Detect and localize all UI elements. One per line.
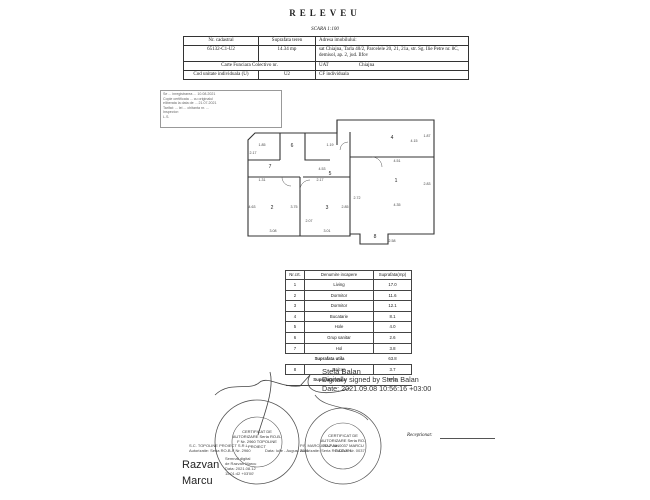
row-area: 8.1 <box>373 310 412 323</box>
row-area: 3.8 <box>373 342 412 355</box>
dim-label: 2.17 <box>317 178 324 182</box>
dim-label: 4.35 <box>394 203 401 207</box>
table-row: 2 Dormitor 11.6 <box>285 289 412 302</box>
company-topoline-name: S.C. TOPOLINE PROIECT S.R.L. <box>189 443 250 448</box>
rooms-header-area: Suprafata(mp) <box>373 270 412 280</box>
dim-label: 4.15 <box>411 139 418 143</box>
signer-line: Semnat digital <box>225 456 251 461</box>
room-number-8: 8 <box>374 234 377 240</box>
signer-line: 11:01:42 +03'00' <box>225 471 255 476</box>
util-value: 63.8 <box>373 353 412 365</box>
table-row: 4 Bucatarie 8.1 <box>285 310 412 323</box>
row-area: 12.1 <box>373 300 412 312</box>
dim-label: 2.17 <box>250 151 257 155</box>
seal-marcu-icon <box>304 407 382 485</box>
row-area: 3.7 <box>373 363 412 376</box>
seal-topoline-icon <box>214 399 300 485</box>
table-row: 6 Grup sanitar 2.6 <box>285 331 412 344</box>
room-number-6: 6 <box>291 143 294 149</box>
table-row: 8 Balcon 3.7 <box>285 363 412 376</box>
seal-topoline: CERTIFICAT DE AUTORIZARE Seria RO-B-F Nr… <box>212 397 302 487</box>
stamp-line: Copie certificata ... cu originalul <box>163 96 213 101</box>
room-number-2: 2 <box>271 205 274 211</box>
util-label: Suprafata utila <box>285 353 374 365</box>
table-row: 3 Dormitor 12.1 <box>285 300 412 312</box>
table-row: 7 Hol 3.8 <box>285 342 412 355</box>
room-number-4: 4 <box>391 135 394 141</box>
dim-label: 2.58 <box>389 239 396 243</box>
signature-line: Date: 2021.09.08 10:56:16 +03:00 <box>322 383 432 393</box>
dim-label: 1.31 <box>259 178 266 182</box>
dim-label: 3.01 <box>324 229 331 233</box>
seal-marcu: CERTIFICAT DE AUTORIZARE Seria RO-DD-F N… <box>302 405 384 487</box>
stamp-line: Inspector: <box>163 110 179 115</box>
registration-stamp-box: Se ... inregistrarea ... 10.08.2021 Copi… <box>160 90 282 128</box>
header-address-value: sat Chiajna, Tarla 40/2, Parcelele 20, 2… <box>315 45 469 62</box>
dim-label: 3.75 <box>291 205 298 209</box>
util-row: Suprafata utila 63.8 <box>285 353 412 365</box>
signer-line: de Razvan Marcu <box>225 461 257 466</box>
dim-label: 2.85 <box>342 205 349 209</box>
header-table: Nr. cadastral Suprafata teren Adresa imo… <box>183 36 469 80</box>
company-topoline-serie: Autorizatie: Seria RO-B-F Nr. 2960 <box>189 448 251 453</box>
signer-details: Semnat digital de Razvan Marcu Data: 202… <box>225 456 256 476</box>
signature-scribble-3 <box>314 394 369 421</box>
signer-last-name: Marcu <box>182 475 213 487</box>
header-uat-label: UAT <box>319 63 329 68</box>
header-uat-value: Chiajna <box>358 63 375 68</box>
seal-topoline-text: CERTIFICAT DE AUTORIZARE Seria RO-B-F Nr… <box>232 429 282 449</box>
room-number-3: 3 <box>326 205 329 211</box>
dim-label: 1.19 <box>327 143 334 147</box>
seal-marcu-text: CERTIFICAT DE AUTORIZARE Seria RO-DD-F N… <box>320 433 366 453</box>
rooms-table: Nr.crt. Denumire incapere Suprafata(mp) … <box>285 270 412 386</box>
dim-label: 4.53 <box>319 167 326 171</box>
dim-label: 1.85 <box>259 143 266 147</box>
dim-label: 1.87 <box>424 134 431 138</box>
stamp-line: Tarifat: ... lei ... chitanta nr. ... <box>163 105 209 110</box>
row-area: 17.0 <box>373 279 412 291</box>
row-area: 2.6 <box>373 331 412 344</box>
dim-label: 2.07 <box>306 219 313 223</box>
document-title: RELEVEU <box>289 8 361 18</box>
signature-name: Stela Balan <box>322 367 361 376</box>
total-value: 67.5 <box>373 374 412 386</box>
signature-scribble-1 <box>214 374 351 396</box>
digital-signature-block: Stela Balan Digitally signed by Stela Ba… <box>322 367 432 393</box>
table-row: 5 Hole 4.0 <box>285 321 412 333</box>
dim-label: 4.51 <box>394 159 401 163</box>
signer-first-name: Razvan <box>182 459 220 471</box>
receptionat-label: Receptionat: <box>407 433 433 438</box>
dim-label: 2.72 <box>354 196 361 200</box>
dim-label: 3.08 <box>270 229 277 233</box>
receptionat-line <box>440 438 495 439</box>
stamp-line: Se ... inregistrarea ... 10.08.2021 <box>163 92 216 96</box>
signer-name-block: Razvan Marcu <box>182 457 219 489</box>
header-cf-label: CF individuala <box>315 70 469 80</box>
dim-label: 4.63 <box>249 205 256 209</box>
room-number-5: 5 <box>329 171 332 177</box>
company-topoline-block: S.C. TOPOLINE PROIECT S.R.L. Autorizatie… <box>189 443 299 453</box>
scale-label: SCARA 1:100 <box>311 27 339 32</box>
signer-line: Data: 2021.08.12 <box>225 466 256 471</box>
signature-line: Digitally signed by Stela Balan <box>322 375 419 385</box>
total-row: Suprafata totala 67.5 <box>285 374 412 386</box>
company-marcu-name: P.F. MARCU RAZVAN <box>300 443 340 448</box>
row-area: 4.0 <box>373 321 412 333</box>
signature-scribble-2 <box>257 371 272 436</box>
stamp-line: eliberata la data de ... 21.07.2021 <box>163 101 217 106</box>
company-marcu-block: P.F. MARCU RAZVAN Autorizatie: Seria RO-… <box>300 443 410 453</box>
room-number-1: 1 <box>395 178 398 184</box>
company-marcu-serie: Autorizatie: Seria RO-DD-F Nr. 0037 <box>300 448 365 453</box>
table-row: 1 Living 17.0 <box>285 279 412 291</box>
stamp-line: L.S. <box>163 114 170 119</box>
dim-label: 2.83 <box>424 182 431 186</box>
room-number-7: 7 <box>269 164 272 170</box>
total-label: Suprafata totala <box>285 374 374 386</box>
work-date: Data: Iulie - August 2021 <box>265 448 309 453</box>
row-area: 11.6 <box>373 289 412 302</box>
